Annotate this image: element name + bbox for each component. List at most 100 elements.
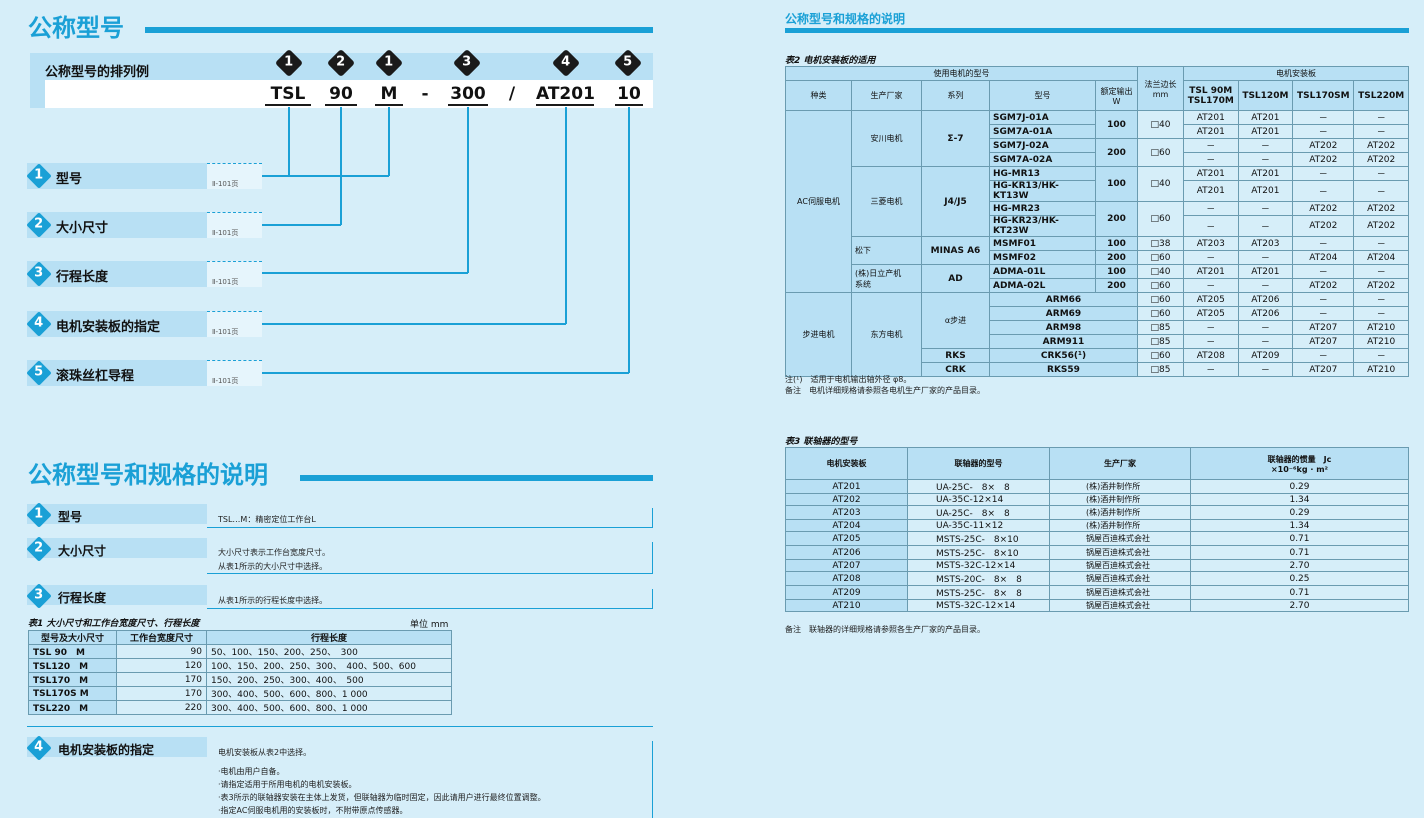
title-bar: [145, 27, 653, 33]
table3-cell: 1.34: [1190, 493, 1409, 506]
connector: [288, 107, 290, 176]
connector: [565, 107, 567, 324]
table1-cell: 100、150、200、250、300、 400、500、600: [206, 658, 452, 673]
table2-header-plate: 电机安装板: [1183, 66, 1409, 81]
table2-col: TSL120M: [1237, 80, 1294, 111]
table2-cell: AT201: [1183, 124, 1239, 139]
table2-col: 系列: [921, 80, 990, 111]
table3-header: 联轴器的型号: [907, 447, 1050, 480]
item-ref-4: Ⅱ-101页: [212, 328, 239, 336]
code-part-m: M: [380, 84, 398, 104]
table3-cell: MSTS-25C- 8× 8: [907, 585, 1050, 600]
table3-cell: MSTS-32C-12×14: [907, 599, 1050, 612]
underline: [615, 104, 643, 106]
table2-cell: □85: [1137, 320, 1184, 335]
item-ref-1: Ⅱ-101页: [212, 180, 239, 188]
table2-series: RKS: [921, 348, 990, 363]
table2-cell: AT202: [1353, 201, 1409, 216]
item-label-size: 大小尺寸: [56, 221, 109, 236]
table3-cell: AT204: [785, 519, 908, 532]
table2-header-motor: 使用电机的型号: [785, 66, 1138, 81]
table2-cell: －: [1292, 166, 1355, 181]
table2-cell: □60: [1137, 278, 1184, 293]
table2-cell: HG-MR23: [989, 201, 1096, 216]
table2-cell: □40: [1137, 166, 1184, 202]
table2-kind: 步进电机: [785, 292, 852, 377]
table2-cell: □38: [1137, 236, 1184, 251]
table2-cell: HG-MR13: [989, 166, 1096, 181]
table2-cell: －: [1183, 334, 1239, 349]
table2-cell: 200: [1095, 250, 1138, 265]
code-example-label: 公称型号的排列例: [45, 65, 150, 80]
table2-maker: 安川电机: [851, 110, 922, 167]
table2-cell: －: [1353, 306, 1409, 321]
table2-cell: －: [1292, 124, 1355, 139]
table2-kind: AC伺服电机: [785, 110, 852, 293]
table2-cell: □60: [1137, 348, 1184, 363]
table2-cell: －: [1237, 250, 1294, 265]
item-ref-box-1: [207, 163, 262, 189]
table3-cell: AT205: [785, 531, 908, 546]
section-title-spec: 公称型号和规格的说明: [28, 461, 268, 489]
table3-cell: 1.34: [1190, 519, 1409, 532]
table2-cell: ARM69: [989, 306, 1138, 321]
table2-cell: －: [1237, 362, 1294, 377]
table3-cell: (株)酒井制作所: [1049, 519, 1191, 532]
table2-cell: AT201: [1237, 264, 1294, 279]
sec-text-2a: 大小尺寸表示工作台宽度尺寸。: [218, 548, 330, 557]
sec-head-4: [27, 737, 207, 757]
item-box-3: [27, 261, 207, 287]
code-part-plate: AT201: [536, 84, 595, 104]
sec-label-2: 大小尺寸: [58, 544, 107, 558]
table3-cell: 锅屋百迪株式会社: [1049, 599, 1191, 612]
table2-cell: AT201: [1237, 166, 1294, 181]
table2-cell: AT204: [1353, 250, 1409, 265]
sec-bullet: ·请指定适用于所用电机的电机安装板。: [218, 780, 357, 789]
table-row: TSL120 M 120 100、150、200、250、300、 400、50…: [28, 658, 452, 673]
table1-cell: 220: [116, 700, 207, 715]
table2-cell: 100: [1095, 264, 1138, 279]
table3: 电机安装板 联轴器的型号 生产厂家 联轴器的惯量 Jc×10⁻⁶kg · m² …: [785, 447, 1409, 612]
table2-cell: AT207: [1292, 362, 1355, 377]
table2-series: α步进: [921, 292, 990, 349]
table1-cell: TSL120 M: [28, 658, 117, 673]
table2-caption: 表2 电机安装板的适用: [785, 56, 876, 66]
table1: 型号及大小尺寸 工作台宽度尺寸 行程长度 TSL 90 M 90 50、100、…: [28, 630, 452, 715]
table2-cell: －: [1237, 201, 1294, 216]
table2-cell: －: [1183, 138, 1239, 153]
table2-cell: －: [1237, 334, 1294, 349]
table2-cell: AT210: [1353, 334, 1409, 349]
table2-maker: 三菱电机: [851, 166, 922, 237]
connector: [467, 107, 469, 273]
table2-cell: RKS59: [989, 362, 1138, 377]
table3-cell: (株)酒井制作所: [1049, 479, 1191, 494]
table2-cell: SGM7J-01A: [989, 110, 1096, 125]
table1-cell: TSL 90 M: [28, 644, 117, 659]
page-title-nominal-model: 公称型号: [28, 14, 124, 42]
item-label-stroke: 行程长度: [56, 270, 109, 285]
table3-cell: 锅屋百迪株式会社: [1049, 585, 1191, 600]
sec-text-1: TSL…M：精密定位工作台L: [218, 515, 316, 524]
table1-cell: 300、400、500、600、800、1 000: [206, 700, 452, 715]
item-label-motor-plate: 电机安装板的指定: [56, 320, 161, 335]
connector: [262, 372, 629, 374]
table2-cell: 100: [1095, 236, 1138, 251]
table2-cell: □85: [1137, 362, 1184, 377]
table2-cell: －: [1292, 306, 1355, 321]
table2-cell: －: [1353, 166, 1409, 181]
table2-cell: AT206: [1237, 306, 1294, 321]
table2-cell: ADMA-01L: [989, 264, 1096, 279]
code-part-dash: -: [421, 84, 429, 104]
table2-cell: ADMA-02L: [989, 278, 1096, 293]
table2-cell: CRK56(¹): [989, 348, 1138, 363]
table3-header: 电机安装板: [785, 447, 908, 480]
table2-cell: －: [1353, 348, 1409, 363]
